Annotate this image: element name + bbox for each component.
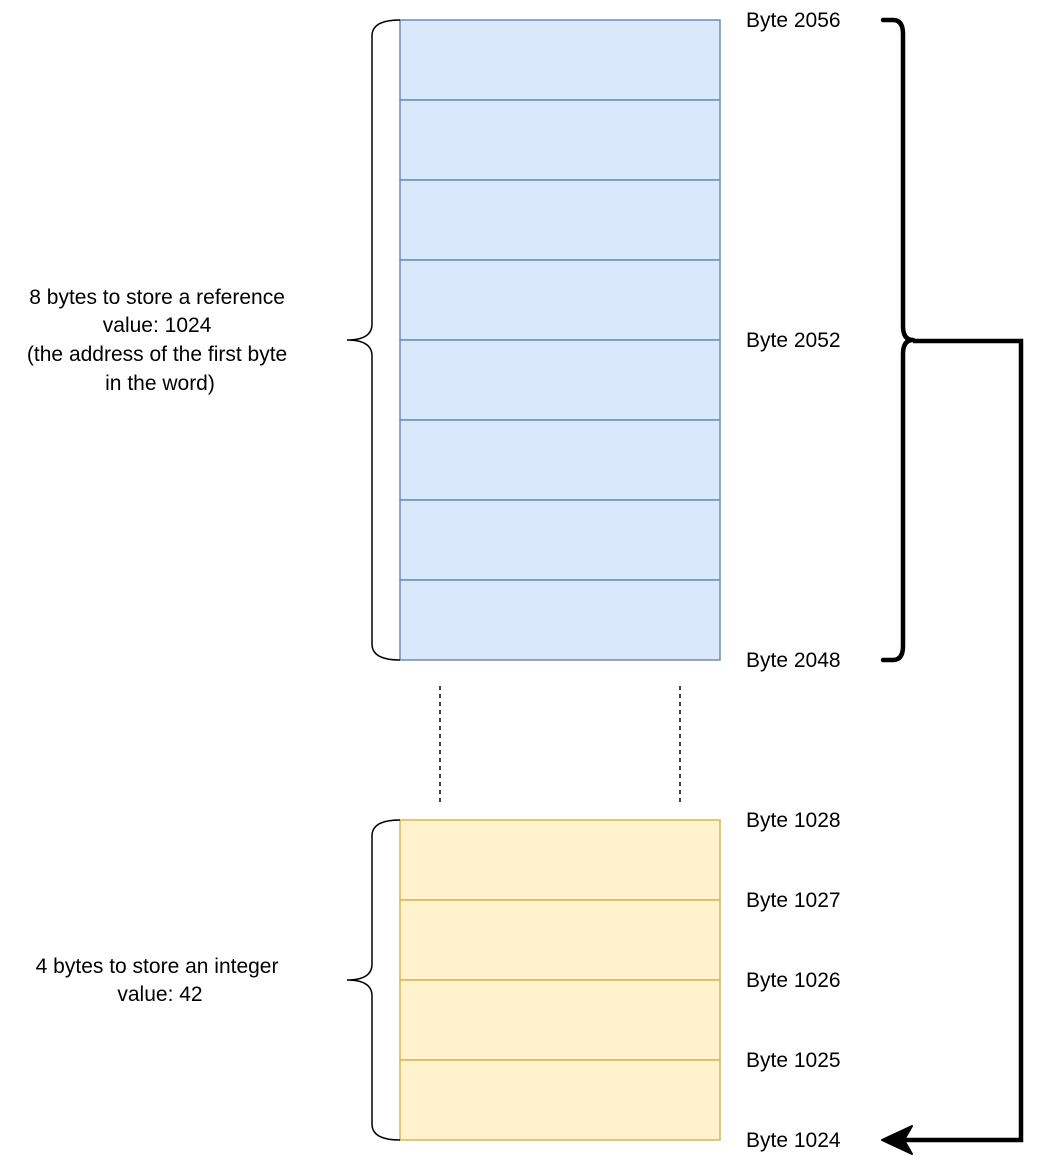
reference-note: 8 bytes to store a reference value: 1024…	[27, 286, 293, 395]
reference-note-line: in the word)	[105, 372, 215, 395]
byte-label-1024: Byte 1024	[746, 1129, 841, 1152]
byte-label-1026: Byte 1026	[746, 969, 841, 992]
pointer-arrow-head	[881, 1125, 913, 1155]
reference-byte-cell	[399, 99, 721, 181]
reference-note-line: 8 bytes to store a reference	[29, 286, 285, 309]
integer-note: 4 bytes to store an integer value: 42	[36, 955, 285, 1006]
reference-byte-cell	[399, 339, 721, 421]
byte-label-1028: Byte 1028	[746, 809, 841, 832]
reference-left-brace	[346, 19, 401, 661]
integer-byte-cell	[399, 819, 721, 901]
integer-left-brace	[346, 819, 401, 1141]
reference-right-brace	[880, 17, 916, 663]
reference-note-line: value: 1024	[103, 314, 212, 337]
byte-label-1027: Byte 1027	[746, 889, 841, 912]
reference-block	[399, 19, 721, 661]
integer-byte-cell	[399, 1059, 721, 1141]
byte-label-2052: Byte 2052	[746, 329, 841, 352]
byte-label-2048: Byte 2048	[746, 649, 841, 672]
byte-label-1025: Byte 1025	[746, 1049, 841, 1072]
reference-byte-cell	[399, 19, 721, 101]
pointer-arrow-line	[905, 338, 1024, 1143]
integer-block	[399, 819, 721, 1141]
integer-note-line: value: 42	[117, 983, 202, 1006]
reference-byte-cell	[399, 419, 721, 501]
integer-byte-cell	[399, 979, 721, 1061]
reference-byte-cell	[399, 579, 721, 661]
reference-byte-cell	[399, 259, 721, 341]
integer-byte-cell	[399, 899, 721, 981]
reference-note-line: (the address of the first byte	[27, 343, 287, 366]
byte-label-2056: Byte 2056	[746, 9, 841, 32]
integer-note-line: 4 bytes to store an integer	[36, 955, 279, 978]
reference-byte-cell	[399, 179, 721, 261]
reference-byte-cell	[399, 499, 721, 581]
